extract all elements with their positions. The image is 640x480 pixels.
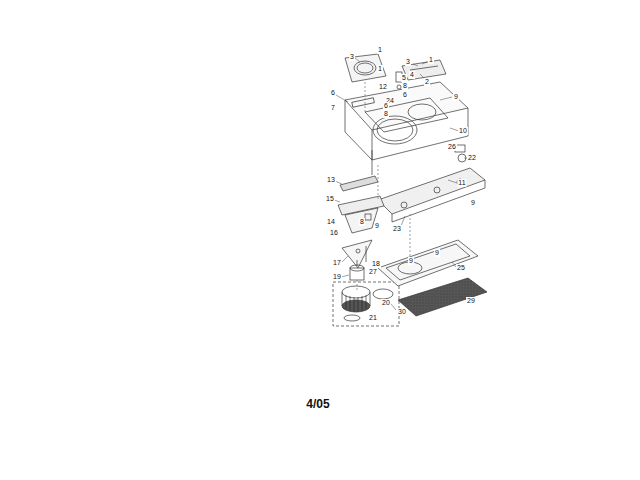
callout-number: 29 xyxy=(466,297,476,305)
callout-number: 16 xyxy=(329,229,339,237)
callout-number: 30 xyxy=(397,308,407,316)
callout-number: 1 xyxy=(428,56,434,64)
callout-number: 17 xyxy=(332,259,342,267)
callout-number: 13 xyxy=(326,176,336,184)
callout-number: 15 xyxy=(325,195,335,203)
callout-number: 21 xyxy=(368,314,378,322)
callout-number: 11 xyxy=(457,179,466,187)
callout-number: 22 xyxy=(467,154,477,162)
callout-number: 6 xyxy=(383,102,389,110)
callout-number: 23 xyxy=(392,225,402,233)
callout-number: 7 xyxy=(330,104,336,112)
callout-number: 9 xyxy=(374,222,380,230)
callout-number: 10 xyxy=(458,127,468,135)
callout-number: 5 xyxy=(401,74,407,82)
callout-number: 14 xyxy=(326,218,336,226)
callout-number: 26 xyxy=(447,143,457,151)
callout-number: 4 xyxy=(409,71,415,79)
callout-number: 6 xyxy=(402,91,408,99)
callout-number: 9 xyxy=(434,249,440,257)
callout-number: 8 xyxy=(383,110,389,118)
date-code: 4/05 xyxy=(304,397,331,411)
callout-number: 19 xyxy=(332,273,342,281)
callout-number: 1 xyxy=(377,65,383,73)
callout-number: 9 xyxy=(453,93,459,101)
callout-number: 1 xyxy=(377,46,383,54)
callout-number: 18 xyxy=(371,260,381,268)
callout-number: 25 xyxy=(456,264,466,272)
callout-number: 3 xyxy=(405,58,411,66)
callout-number: 8 xyxy=(359,218,365,226)
callout-number: 20 xyxy=(381,299,391,307)
callout-number: 6 xyxy=(330,89,336,97)
callout-number: 9 xyxy=(470,199,476,207)
callout-number: 9 xyxy=(408,257,414,265)
callout-number: 2 xyxy=(424,78,430,86)
callout-number: 12 xyxy=(378,83,388,91)
callout-number: 8 xyxy=(402,82,408,90)
callout-number: 27 xyxy=(368,268,378,276)
callout-number: 3 xyxy=(349,53,355,61)
